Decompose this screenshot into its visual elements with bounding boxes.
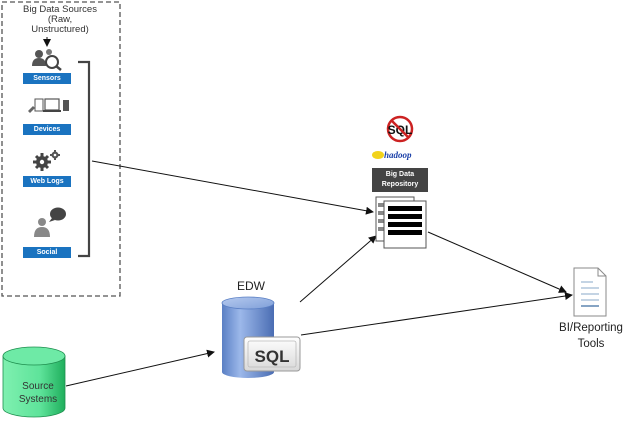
sources-bracket xyxy=(78,60,91,258)
edw-database-icon: SQL xyxy=(221,296,301,378)
source-label-line1: Source xyxy=(22,381,54,392)
sources-title-line3: Unstructured) xyxy=(31,24,89,35)
bi-report-document-icon xyxy=(573,267,607,317)
sensors-icon xyxy=(32,49,62,71)
repo-label-line2: Repository xyxy=(381,181,419,188)
source-systems-label: Source Systems xyxy=(8,380,68,406)
hadoop-logo-icon: hadoop xyxy=(372,150,412,160)
bi-reporting-tools-label: BI/Reporting Tools xyxy=(546,320,636,352)
devices-label: Devices xyxy=(23,124,71,135)
web-logs-label: Web Logs xyxy=(23,176,71,187)
edw-label: EDW xyxy=(237,279,265,293)
big-data-sources-title: Big Data Sources (Raw, Unstructured) xyxy=(4,5,116,35)
bi-label-line1: BI/Reporting xyxy=(559,322,623,334)
connector-edw-to-repo xyxy=(299,235,377,303)
repository-documents-icon xyxy=(375,196,427,249)
big-data-sources-box xyxy=(1,1,121,297)
gears-icon xyxy=(33,150,60,171)
edw-sql-text: SQL xyxy=(255,347,290,366)
sensors-label: Sensors xyxy=(23,73,71,84)
connector-sources-to-repo xyxy=(91,160,374,215)
social-label: Social xyxy=(23,247,71,258)
devices-icon xyxy=(28,98,69,113)
connector-repo-to-bi xyxy=(427,231,567,293)
bi-label-line2: Tools xyxy=(577,338,605,350)
no-sql-icon: SQL xyxy=(386,115,414,143)
social-person-icon xyxy=(34,207,66,237)
hadoop-text: hadoop xyxy=(384,150,412,160)
edw-sql-badge xyxy=(243,336,301,372)
sources-title-line2: (Raw, xyxy=(47,14,73,25)
sources-title-line1: Big Data Sources xyxy=(23,4,97,15)
connector-edw-to-bi xyxy=(300,292,573,336)
repo-label-line1: Big Data xyxy=(385,171,415,178)
big-data-repository-label: Big Data Repository xyxy=(372,168,428,192)
connector-source-to-edw xyxy=(65,349,215,387)
source-systems-database-icon xyxy=(2,346,66,418)
source-label-line2: Systems xyxy=(18,394,58,405)
